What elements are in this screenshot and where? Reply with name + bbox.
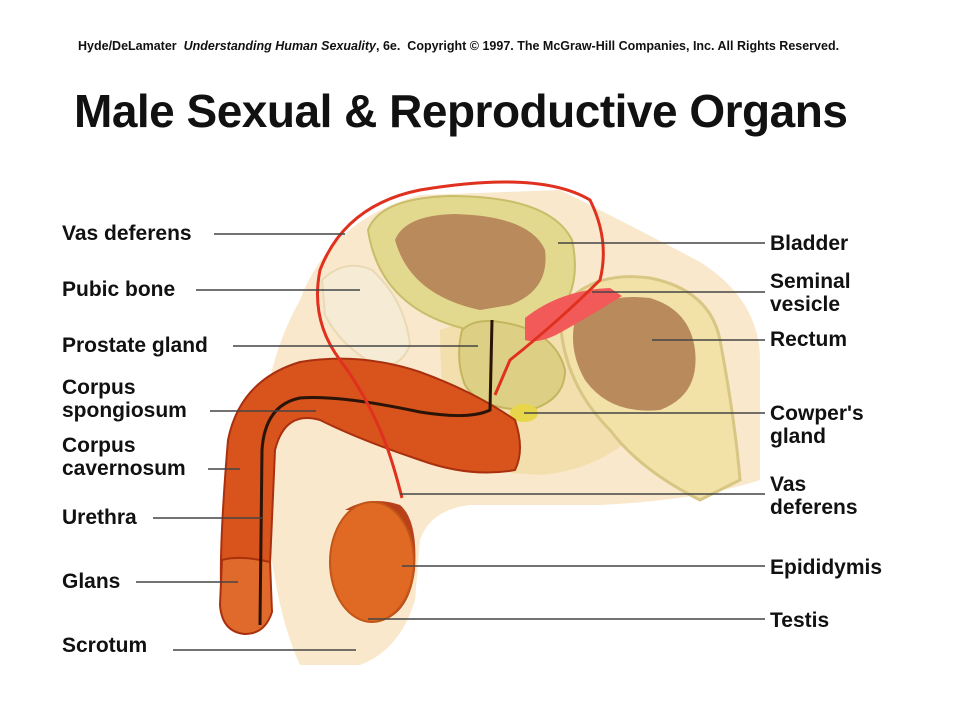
- label-seminal-vesicle-line2: vesicle: [770, 293, 841, 316]
- label-epididymis: Epididymis: [770, 556, 883, 579]
- copyright-credit: Hyde/DeLamater Understanding Human Sexua…: [78, 39, 918, 53]
- label-seminal-vesicle-line1: Seminal: [770, 270, 851, 293]
- label-pubic-bone: Pubic bone: [62, 278, 176, 301]
- label-bladder: Bladder: [770, 232, 849, 255]
- label-prostate-gland: Prostate gland: [62, 334, 208, 357]
- credit-authors: Hyde/DeLamater: [78, 39, 177, 53]
- credit-copyright: Copyright © 1997. The McGraw-Hill Compan…: [407, 39, 840, 53]
- label-urethra: Urethra: [62, 506, 137, 529]
- urethra-line: [258, 319, 494, 626]
- prostate-shape: [458, 320, 567, 412]
- credit-edition: , 6e.: [376, 39, 401, 53]
- label-corpus-cavernosum-line2: cavernosum: [62, 457, 186, 480]
- bladder-inner: [395, 214, 546, 310]
- label-corpus-cavernosum-line1: Corpus: [62, 434, 136, 457]
- leader-lines: [136, 233, 765, 651]
- label-cowpers-gland-line1: Cowper's: [770, 402, 864, 425]
- label-vas-deferens-right-line2: deferens: [770, 496, 858, 519]
- label-corpus-spongiosum-line2: spongiosum: [62, 399, 187, 422]
- rectum-inner: [572, 296, 696, 411]
- testis-shape: [329, 501, 415, 623]
- label-corpus-spongiosum-line1: Corpus: [62, 376, 136, 399]
- vas-deferens-tube: [316, 180, 605, 499]
- label-scrotum: Scrotum: [62, 634, 148, 657]
- label-vas-deferens-left: Vas deferens: [62, 222, 192, 245]
- glans-shape: [218, 556, 274, 636]
- pubic-bone-shape: [320, 264, 412, 367]
- label-glans: Glans: [62, 570, 121, 593]
- credit-book-title: Understanding Human Sexuality: [183, 39, 377, 53]
- label-testis: Testis: [770, 609, 830, 632]
- label-vas-deferens-right-line1: Vas: [770, 473, 807, 496]
- label-cowpers-gland-line2: gland: [770, 425, 826, 448]
- page-title: Male Sexual & Reproductive Organs: [74, 85, 848, 137]
- label-rectum: Rectum: [770, 328, 848, 351]
